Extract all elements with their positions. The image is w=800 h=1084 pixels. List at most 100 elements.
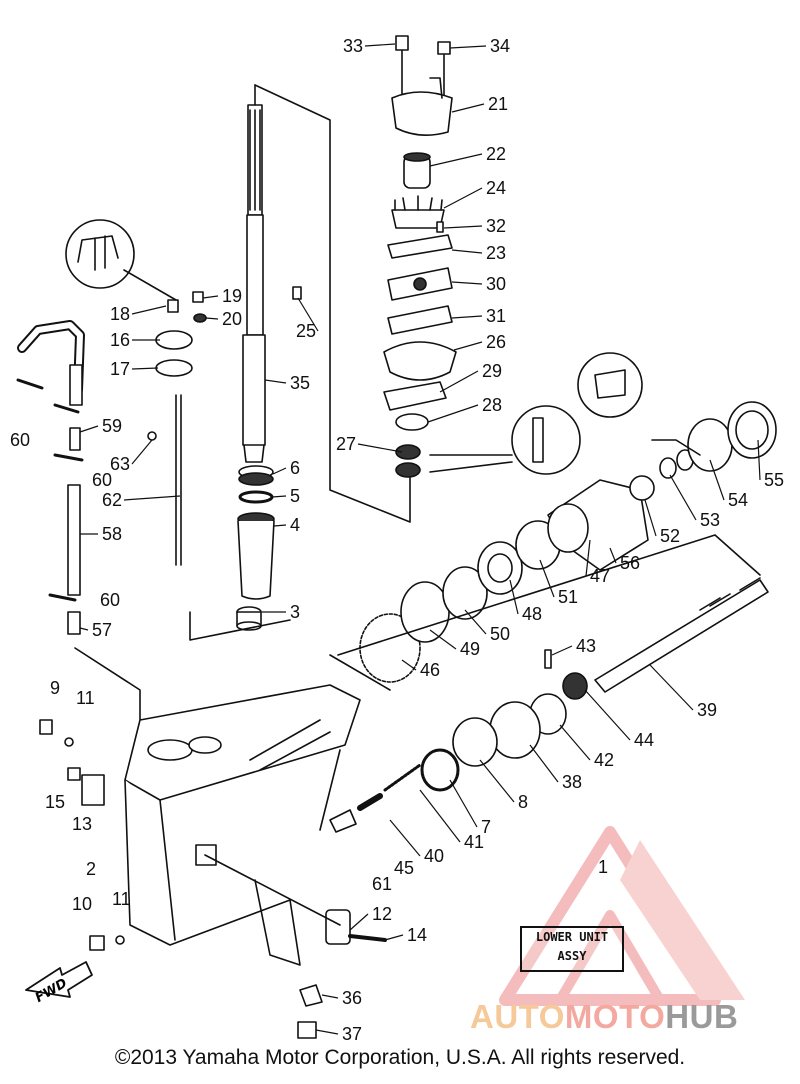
callout-48: 48 [522, 604, 542, 624]
callout-leader [131, 439, 153, 465]
callout-16: 16 [110, 330, 130, 350]
callout-63: 63 [110, 454, 130, 474]
watermark-logo-triangle [499, 826, 745, 1006]
callout-leader [315, 1029, 339, 1035]
callout-57: 57 [92, 620, 112, 640]
callout-17: 17 [110, 359, 130, 379]
callout-leader [509, 579, 519, 615]
callout-18: 18 [110, 304, 130, 324]
callout-leader [401, 659, 417, 671]
callout-leader [559, 724, 591, 761]
callout-leader [419, 789, 461, 843]
callout-39: 39 [697, 700, 717, 720]
callout-12: 12 [372, 904, 392, 924]
callout-59: 59 [102, 416, 122, 436]
callout-9: 9 [50, 678, 60, 698]
callout-leader [123, 495, 181, 501]
callout-leader [272, 467, 287, 475]
callout-leader [389, 819, 421, 857]
callout-leader [757, 439, 761, 481]
callout-leader [585, 539, 591, 577]
callout-31: 31 [486, 306, 506, 326]
callout-58: 58 [102, 524, 122, 544]
callout-leader [584, 689, 631, 741]
callout-leader [649, 664, 694, 711]
callout-14: 14 [407, 925, 427, 945]
callout-7: 7 [481, 817, 491, 837]
callout-8: 8 [518, 792, 528, 812]
lower-unit-assy-box: LOWER UNIT ASSY [520, 926, 624, 972]
callout-54: 54 [728, 490, 748, 510]
callout-5: 5 [290, 486, 300, 506]
callout-1: 1 [598, 857, 608, 877]
detail-circle-shift [65, 219, 135, 289]
callout-leader [364, 43, 396, 47]
drive-shaft [242, 104, 266, 463]
propeller-shaft-assembly [329, 401, 777, 833]
callout-32: 32 [486, 216, 506, 236]
callout-60: 60 [92, 470, 112, 490]
callout-36: 36 [342, 988, 362, 1008]
watermark-auto: AUTO [470, 998, 565, 1035]
callout-40: 40 [424, 846, 444, 866]
callout-leader [449, 45, 487, 49]
callout-43: 43 [576, 636, 596, 656]
callout-53: 53 [700, 510, 720, 530]
callout-leader [384, 934, 404, 941]
callout-leader [273, 524, 287, 527]
callout-leader [79, 425, 99, 433]
callout-21: 21 [488, 94, 508, 114]
callout-11: 11 [76, 688, 95, 708]
watermark-brand: AUTOMOTOHUB [470, 998, 738, 1036]
callout-leader [205, 317, 219, 320]
callout-leader [451, 315, 483, 319]
callout-10: 10 [72, 894, 92, 914]
callout-leader [451, 281, 483, 285]
callout-33: 33 [343, 36, 363, 56]
callout-2: 2 [86, 859, 96, 879]
callout-leader [349, 913, 369, 931]
callout-23: 23 [486, 243, 506, 263]
callout-leader [539, 559, 555, 598]
fwd-arrow [25, 961, 93, 998]
callout-61: 61 [372, 874, 392, 894]
callout-60: 60 [10, 430, 30, 450]
callout-leader [443, 225, 483, 229]
watermark-hub: HUB [665, 998, 739, 1035]
callout-27: 27 [336, 434, 356, 454]
copyright-notice: ©2013 Yamaha Motor Corporation, U.S.A. A… [114, 1046, 686, 1069]
callout-leader [443, 187, 483, 209]
lower-casing [124, 684, 361, 966]
callout-leader [131, 367, 159, 370]
callout-49: 49 [460, 639, 480, 659]
callout-34: 34 [490, 36, 510, 56]
callout-38: 38 [562, 772, 582, 792]
callout-leader [479, 759, 515, 803]
callout-20: 20 [222, 309, 242, 329]
callout-leader [453, 341, 483, 351]
callout-leader [609, 547, 617, 564]
callout-leader [264, 379, 287, 384]
callout-35: 35 [290, 373, 310, 393]
watermark-moto: MOTO [564, 998, 666, 1035]
callout-30: 30 [486, 274, 506, 294]
callout-25: 25 [296, 321, 316, 341]
callout-19: 19 [222, 286, 242, 306]
callout-leader [669, 474, 697, 521]
callout-leader [429, 153, 483, 167]
callout-62: 62 [102, 490, 122, 510]
callout-45: 45 [394, 858, 414, 878]
callout-41: 41 [464, 832, 484, 852]
callout-52: 52 [660, 526, 680, 546]
callout-leader [644, 499, 657, 537]
callout-leader [439, 370, 479, 393]
detail-circle-clip [577, 352, 643, 418]
callout-44: 44 [634, 730, 654, 750]
callout-24: 24 [486, 178, 506, 198]
callout-leader [297, 297, 319, 332]
callout-13: 13 [72, 814, 92, 834]
casing-fasteners [39, 719, 387, 1039]
callout-leader [321, 994, 339, 999]
callout-50: 50 [490, 624, 510, 644]
